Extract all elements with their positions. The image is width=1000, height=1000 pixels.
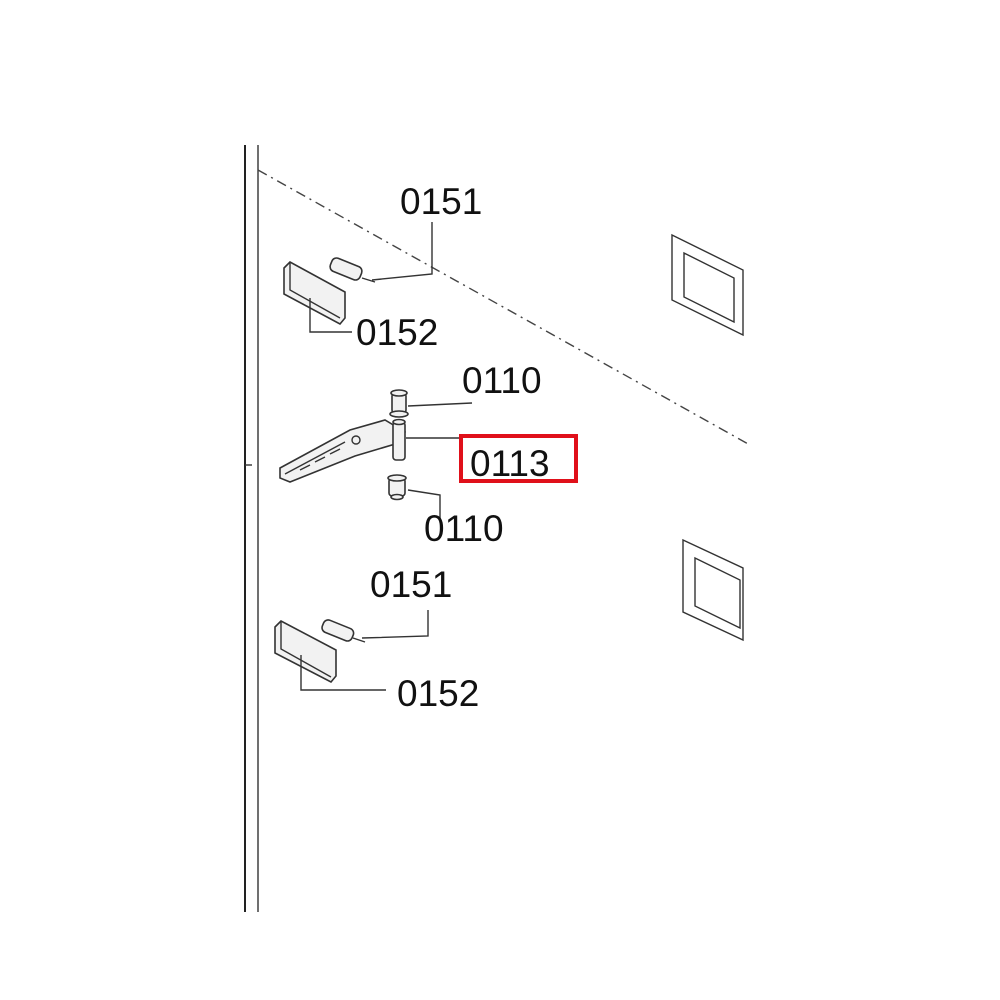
highlight-box — [459, 434, 578, 483]
label-0113: 0113 — [470, 443, 550, 484]
label-0110-lower: 0110 — [424, 508, 504, 549]
door-outline-dashed — [257, 169, 751, 446]
bushing-icon — [389, 389, 409, 418]
screw-icon — [329, 257, 376, 283]
screw-icon — [321, 619, 366, 643]
label-0151-lower: 0151 — [370, 564, 452, 605]
shelf-opening-lower — [682, 538, 744, 642]
label-0110-upper: 0110 — [462, 360, 542, 401]
bushing-icon — [387, 474, 407, 501]
label-0152-upper: 0152 — [356, 312, 438, 353]
label-0151-upper: 0151 — [400, 181, 482, 222]
leader-lines — [300, 222, 473, 691]
cabinet-edge — [244, 145, 259, 912]
shelf-opening-upper — [671, 233, 744, 337]
label-0152-lower: 0152 — [397, 673, 479, 714]
hinge-cover-icon — [274, 620, 337, 684]
hinge-cover-icon — [283, 261, 346, 326]
hinge-bracket-icon — [279, 418, 406, 483]
